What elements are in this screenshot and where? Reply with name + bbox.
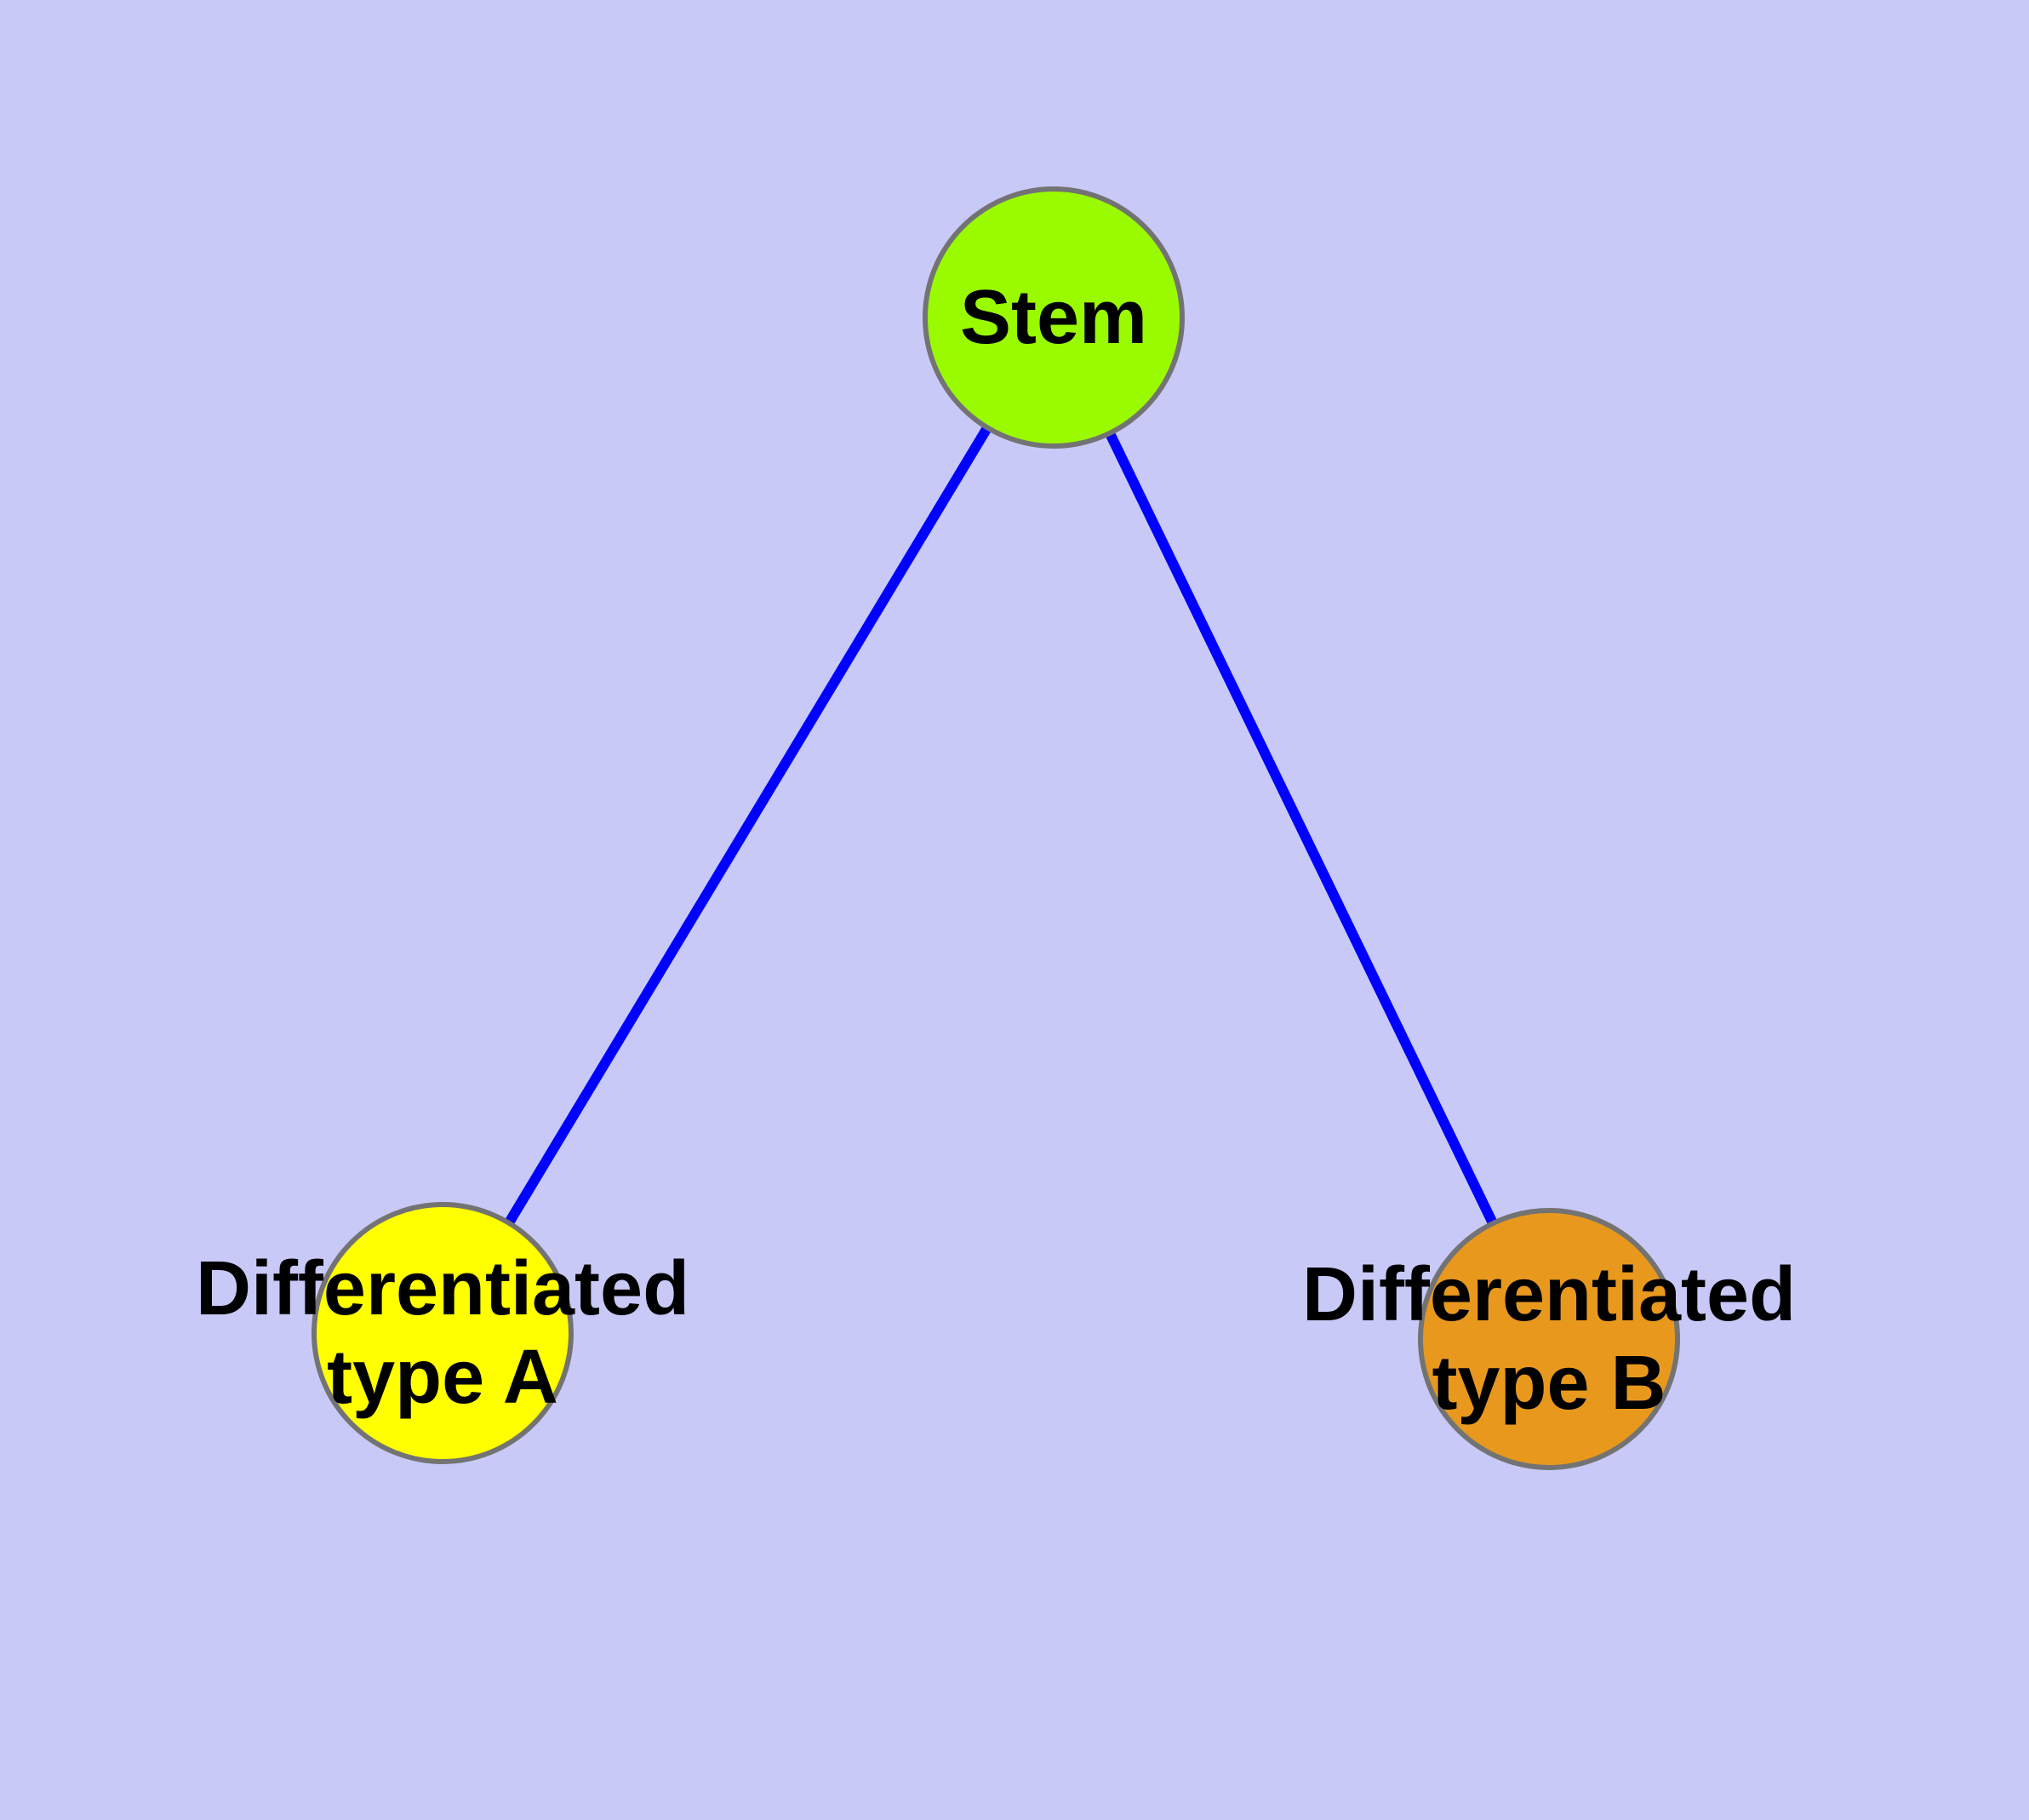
edge-stem-to-diff-b	[1049, 315, 1554, 1342]
node-circle-diff-a	[311, 1202, 574, 1464]
edge-stem-to-diff-a	[437, 314, 1059, 1336]
node-circle-diff-b	[1418, 1208, 1680, 1470]
node-circle-stem	[923, 186, 1185, 449]
